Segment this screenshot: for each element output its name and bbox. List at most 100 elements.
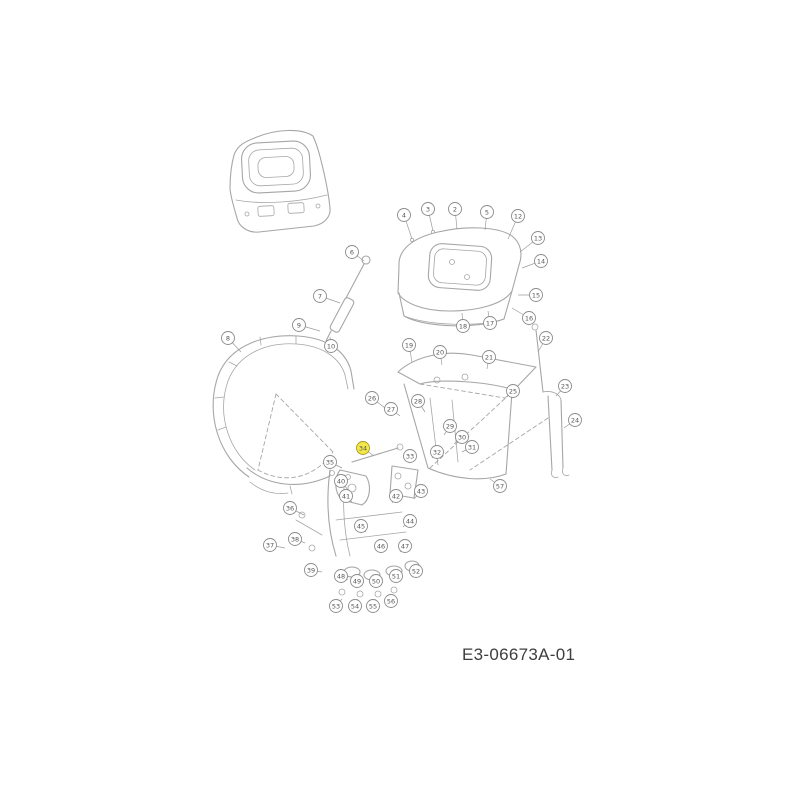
callout-balloon-4[interactable] [397, 208, 411, 222]
callout-balloon-18[interactable] [456, 319, 470, 333]
callout-balloon-27[interactable] [384, 402, 398, 416]
latch-rod [351, 447, 399, 463]
callout-balloon-2[interactable] [448, 202, 462, 216]
latch-rod-end [396, 443, 404, 451]
callout-balloon-9[interactable] [292, 318, 306, 332]
seat-front-crease [235, 194, 328, 203]
callout-balloon-16[interactable] [522, 311, 536, 325]
inner-rod-2 [451, 399, 459, 463]
callout-balloon-56[interactable] [384, 594, 398, 608]
callout-balloon-39[interactable] [304, 563, 318, 577]
callout-balloon-51[interactable] [389, 569, 403, 583]
seat-screw-right [315, 203, 321, 209]
bracket-hole [347, 483, 357, 493]
side-rod [295, 519, 323, 536]
callout-balloon-48[interactable] [334, 569, 348, 583]
callout-balloon-38[interactable] [288, 532, 302, 546]
foot-3 [374, 590, 382, 598]
frame-dashed-right [275, 393, 334, 453]
callout-balloon-29[interactable] [443, 419, 457, 433]
callout-balloon-44[interactable] [403, 514, 417, 528]
right-bag-frame [397, 323, 570, 480]
callout-balloon-12[interactable] [511, 209, 525, 223]
link-dashed [469, 417, 549, 471]
callout-balloon-26[interactable] [365, 391, 379, 405]
seat-top-inner [248, 147, 304, 187]
gas-spring [325, 255, 371, 342]
callout-balloon-45[interactable] [354, 519, 368, 533]
seat-assembly [229, 129, 331, 233]
callout-balloon-53[interactable] [329, 599, 343, 613]
callout-balloon-24[interactable] [568, 413, 582, 427]
callout-balloon-13[interactable] [531, 231, 545, 245]
callout-balloon-47[interactable] [398, 539, 412, 553]
gas-spring-cylinder [329, 297, 355, 333]
callout-balloon-42[interactable] [389, 489, 403, 503]
cover-recess-rim [427, 243, 493, 291]
callout-balloon-32[interactable] [430, 445, 444, 459]
callout-balloon-3[interactable] [421, 202, 435, 216]
callout-balloon-10[interactable] [324, 339, 338, 353]
callout-balloon-20[interactable] [433, 345, 447, 359]
callout-balloon-14[interactable] [534, 254, 548, 268]
lever-pivot-1 [329, 470, 335, 476]
foot-1 [338, 588, 346, 596]
callout-balloon-19[interactable] [402, 338, 416, 352]
callout-balloon-33[interactable] [403, 449, 417, 463]
callout-balloon-6[interactable] [345, 245, 359, 259]
callout-balloon-50[interactable] [369, 574, 383, 588]
callout-balloon-34-highlighted[interactable] [356, 441, 370, 455]
callout-balloon-40[interactable] [334, 474, 348, 488]
lower-tube-segment-1 [246, 467, 331, 485]
callout-balloon-55[interactable] [366, 599, 380, 613]
bracket-pin-1 [394, 472, 402, 480]
callout-balloon-30[interactable] [455, 430, 469, 444]
foot-2 [356, 590, 364, 598]
callout-balloon-54[interactable] [348, 599, 362, 613]
callout-balloon-43[interactable] [414, 484, 428, 498]
callout-balloon-15[interactable] [529, 288, 543, 302]
lower-tube-joint [289, 485, 293, 495]
support-rod-1 [535, 329, 544, 393]
callout-balloon-35[interactable] [323, 455, 337, 469]
cover-assembly [397, 227, 522, 327]
callout-balloon-7[interactable] [313, 289, 327, 303]
gas-spring-end [325, 330, 332, 342]
callout-balloon-46[interactable] [374, 539, 388, 553]
lower-tube-segment-2 [249, 481, 289, 494]
callout-balloon-31[interactable] [465, 440, 479, 454]
callout-balloon-41[interactable] [339, 489, 353, 503]
callout-balloon-52[interactable] [409, 564, 423, 578]
side-pin [298, 511, 306, 519]
callout-balloon-37[interactable] [263, 538, 277, 552]
seat-screw-left [244, 211, 250, 217]
callout-balloon-57[interactable] [493, 479, 507, 493]
callout-balloon-17[interactable] [483, 316, 497, 330]
support-rod-2 [547, 395, 553, 471]
seat-top-rim [241, 140, 311, 194]
tube-joint-4 [259, 336, 262, 346]
tube-joint-3 [228, 361, 238, 367]
lever-arm-left [327, 469, 337, 557]
callout-balloon-36[interactable] [283, 501, 297, 515]
side-pin-2 [308, 544, 316, 552]
callout-balloon-49[interactable] [350, 574, 364, 588]
callout-balloon-28[interactable] [411, 394, 425, 408]
right-frame-dashed-1 [419, 383, 506, 399]
callout-balloon-23[interactable] [558, 379, 572, 393]
cross-rod-1 [335, 511, 403, 521]
callout-balloon-5[interactable] [480, 205, 494, 219]
callout-balloon-25[interactable] [506, 384, 520, 398]
cover-recess-inner [433, 248, 487, 286]
right-frame-grommet-2 [461, 373, 469, 381]
cross-rod-2 [339, 531, 407, 541]
seat-outline [229, 129, 331, 233]
right-frame-leg-right [505, 391, 513, 475]
tube-joint-1 [217, 426, 227, 431]
cover-hole-1 [449, 259, 455, 265]
callout-balloon-22[interactable] [539, 331, 553, 345]
callout-balloon-8[interactable] [221, 331, 235, 345]
rod-hook-bottom-2 [562, 467, 570, 476]
callout-balloon-21[interactable] [482, 350, 496, 364]
